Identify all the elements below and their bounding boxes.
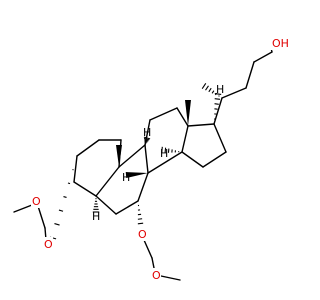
hash-stroke	[161, 146, 163, 154]
skeletal-formula: OH O O O O H H H H H	[13, 36, 290, 282]
label-bg	[151, 268, 161, 282]
bond	[187, 123, 215, 127]
c7-oxygen-label: O	[138, 228, 147, 241]
bond	[221, 87, 247, 99]
h-c17-label: H	[216, 83, 224, 96]
bond	[95, 195, 117, 215]
bond	[73, 155, 78, 183]
bond	[213, 97, 223, 125]
bond	[151, 257, 155, 269]
hash-stroke	[201, 83, 207, 89]
bond	[118, 144, 146, 168]
bond	[147, 151, 183, 174]
h-c14-label: H	[160, 147, 168, 160]
label-bg	[43, 237, 53, 251]
hash-stroke	[214, 103, 219, 105]
h-c14-hash	[161, 146, 180, 154]
bond	[176, 107, 189, 127]
hash-stroke	[63, 196, 67, 198]
h-c8-wedge	[125, 172, 148, 178]
h-c9-label: H	[143, 126, 151, 139]
hash-stroke	[218, 95, 220, 97]
hash-stroke	[205, 85, 209, 91]
methoxy-oxygen-label-2: O	[152, 269, 161, 282]
bond-layer	[13, 47, 273, 281]
label-bg	[270, 36, 290, 50]
c3-oxygen-hash	[49, 168, 74, 240]
hash-stroke	[144, 140, 148, 143]
structure-canvas: OH O O O O H H H H H	[13, 36, 290, 282]
label-bg	[137, 227, 147, 241]
h-c17-hash	[214, 93, 222, 120]
hash-stroke	[214, 98, 221, 100]
bond	[73, 181, 97, 197]
hash-stroke	[211, 90, 215, 94]
hydroxyl-label: OH	[272, 37, 289, 50]
bond	[76, 139, 100, 157]
methyl-c19-wedge	[116, 145, 122, 167]
bond	[144, 119, 151, 146]
bond	[115, 200, 139, 215]
c3-oxygen-label: O	[44, 238, 53, 251]
hash-stroke	[214, 93, 222, 95]
hash-stroke	[58, 209, 64, 212]
bond	[213, 123, 227, 153]
hash-stroke	[137, 222, 144, 225]
h-c9-hash	[143, 136, 151, 145]
c7-oxygen-hash	[137, 204, 145, 229]
atom-label-layer: OH O O O O H H H H H	[31, 36, 290, 282]
h-c8-label: H	[122, 171, 130, 184]
bond	[143, 239, 153, 259]
methoxy-oxygen-label: O	[32, 195, 41, 208]
methyl-c18-wedge	[185, 100, 191, 126]
bond	[245, 61, 255, 89]
bond	[37, 205, 46, 229]
hash-stroke	[143, 137, 150, 141]
h-c5-label: H	[92, 210, 100, 223]
hash-stroke	[54, 223, 60, 226]
bond	[181, 151, 204, 168]
hash-stroke	[144, 141, 147, 144]
bond	[13, 204, 33, 213]
label-bg	[31, 194, 41, 208]
bond	[149, 107, 178, 121]
bond	[181, 125, 189, 153]
bond	[144, 144, 149, 174]
hash-stroke	[143, 136, 151, 140]
bond	[160, 275, 181, 281]
bond	[202, 151, 227, 168]
bond	[137, 172, 149, 202]
bond	[95, 166, 120, 197]
hash-stroke	[67, 182, 71, 185]
hash-stroke	[164, 147, 167, 154]
h-c5-hash	[92, 198, 100, 213]
bond	[253, 51, 273, 63]
hash-stroke	[144, 139, 149, 142]
hash-stroke	[208, 87, 212, 93]
